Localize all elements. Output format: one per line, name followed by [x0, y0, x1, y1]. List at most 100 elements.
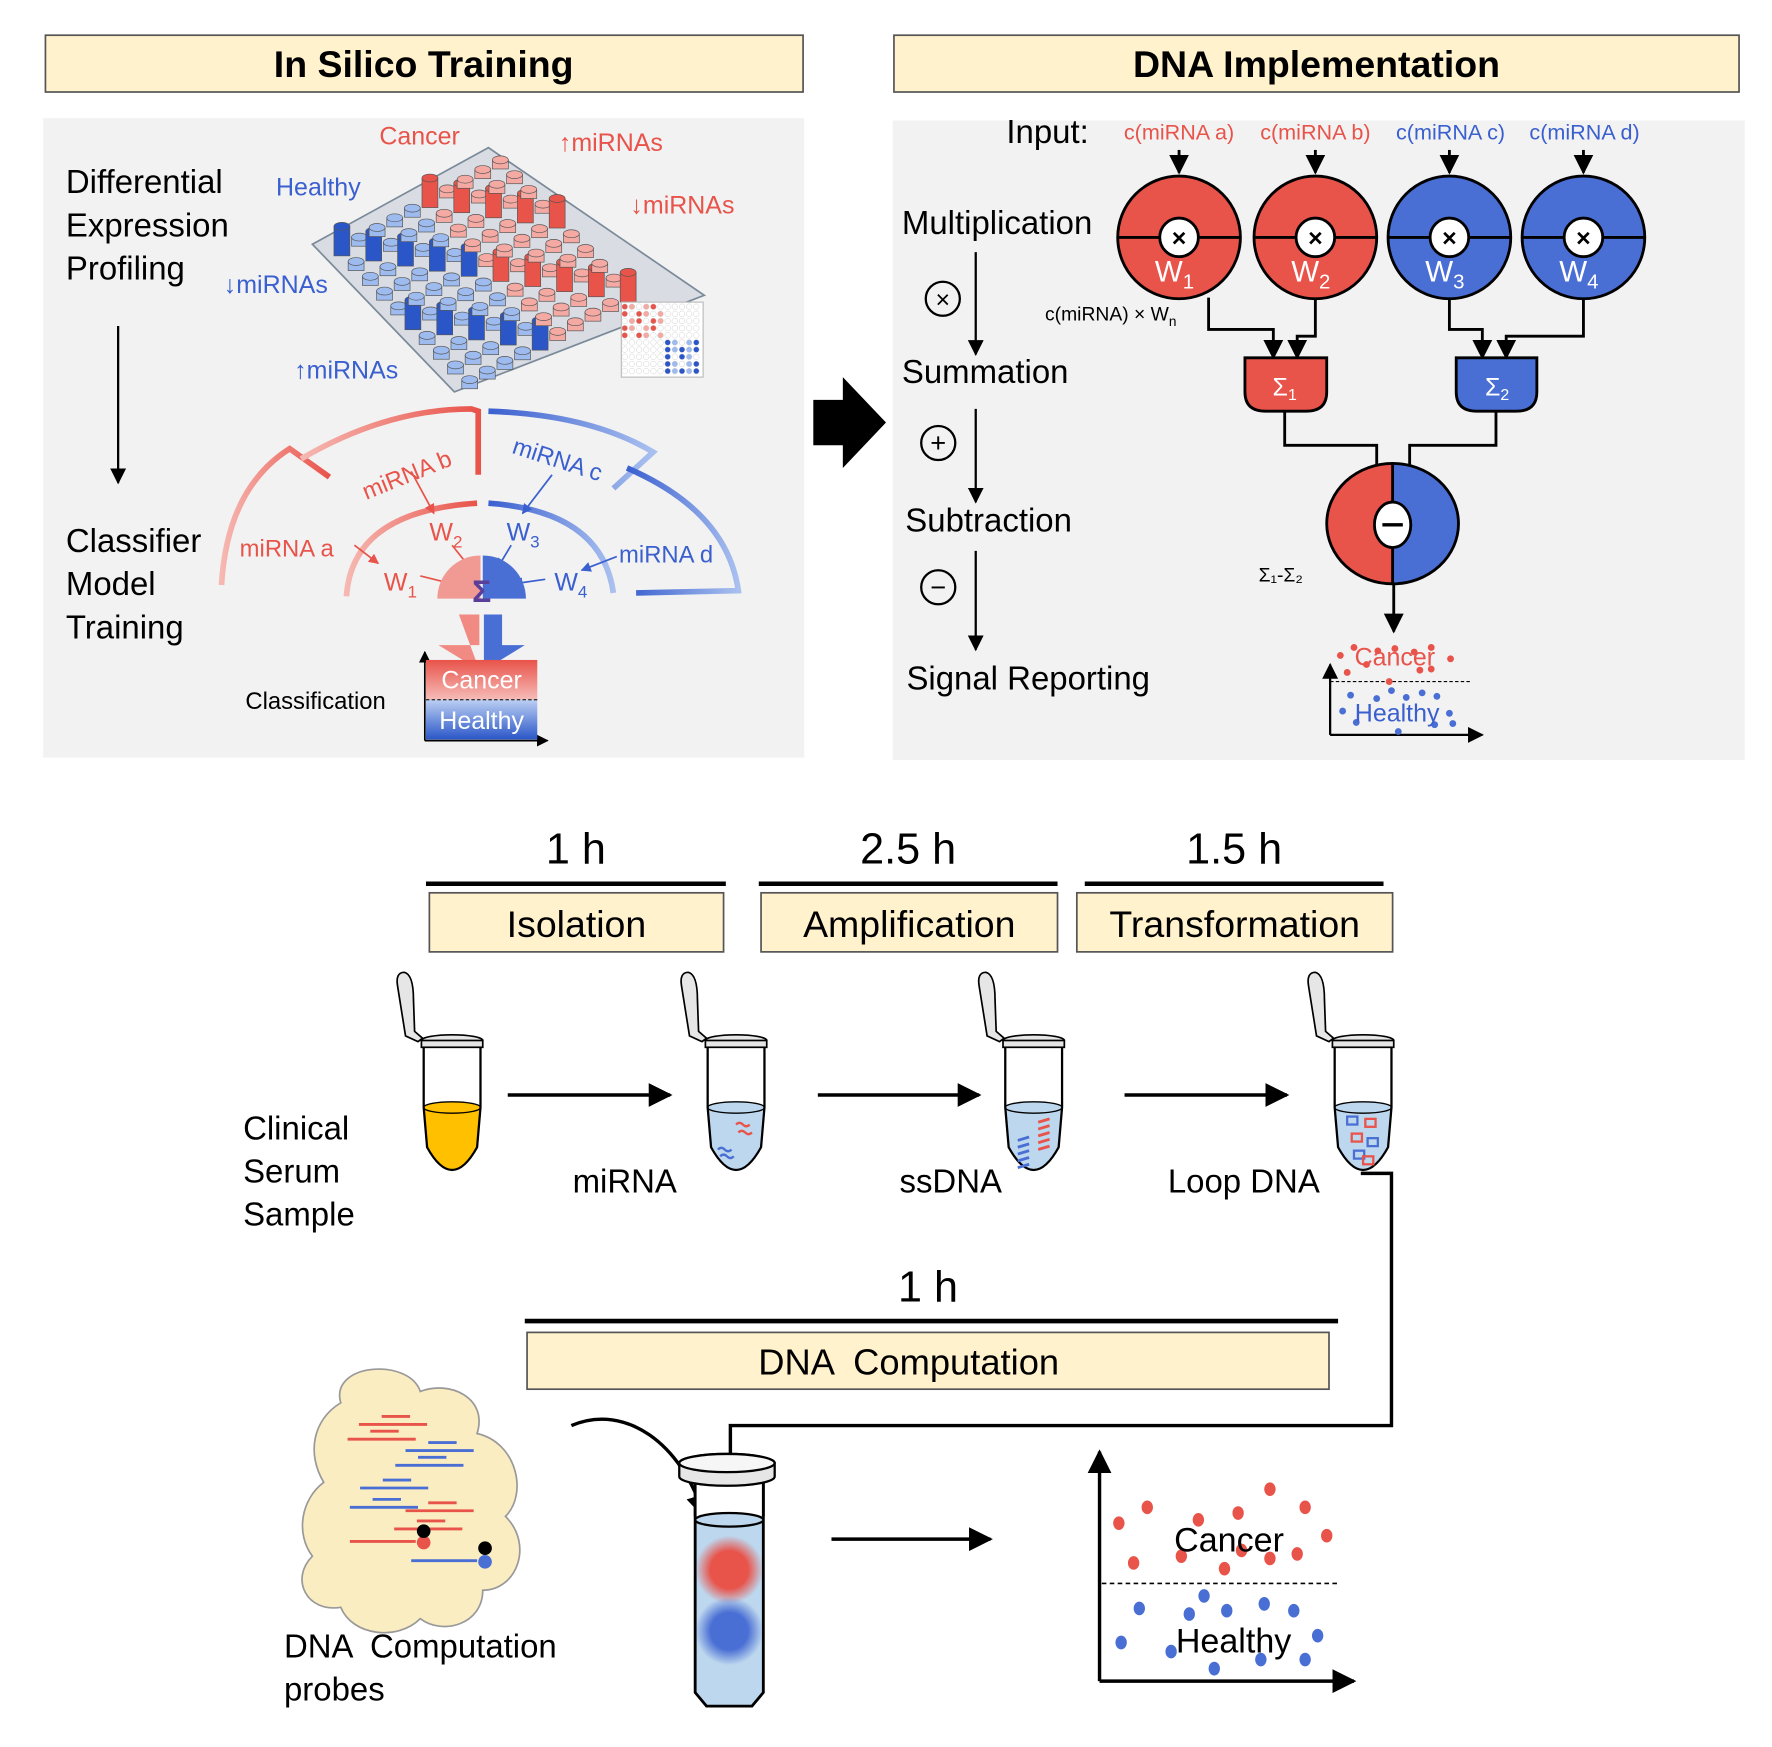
heatmap-cell: [686, 325, 693, 332]
heatmap-cell: [650, 317, 657, 325]
stage-box: [760, 891, 1059, 953]
cancer-point: [1127, 1556, 1140, 1570]
plate-well: [383, 237, 400, 252]
heatmap-cell: [628, 325, 635, 332]
cancer-point: [1113, 1516, 1125, 1531]
cancer-point: [1218, 1561, 1231, 1576]
result-plot: Cancer Healthy: [1087, 1449, 1357, 1694]
heatmap-cell: [664, 310, 671, 317]
small-plot-healthy: Healthy: [1355, 699, 1440, 727]
class-arrow-red: [438, 614, 480, 671]
sum-wires: [1207, 297, 1585, 634]
heatmap-cell: [643, 332, 650, 339]
blue-signal-band: [695, 1597, 764, 1666]
plate-well: [489, 292, 506, 307]
computation-box: [526, 1331, 1330, 1391]
heatmap-cell: [678, 317, 686, 325]
plate-well: [506, 170, 523, 185]
heatmap-cell: [671, 339, 678, 346]
healthy-point: [1352, 719, 1360, 726]
heatmap-cell: [657, 368, 664, 375]
plate-well: [347, 257, 365, 271]
plate-well: [467, 214, 485, 228]
plate-well: [514, 346, 531, 361]
plate-well: [376, 286, 393, 301]
heatmap-cell: [643, 339, 650, 346]
plate-well: [538, 287, 556, 302]
sample-label-line3: Sample: [243, 1196, 355, 1233]
plate-well: [527, 248, 545, 263]
heatmap-cell: [671, 332, 678, 339]
heatmap-cell: [621, 317, 628, 325]
plate-well: [552, 302, 570, 317]
step-profiling-line3: Profiling: [66, 249, 185, 286]
red-signal-band: [695, 1535, 764, 1604]
class-cancer-box: [425, 659, 538, 700]
heatmap-cell: [650, 339, 657, 346]
plate-well: [450, 336, 468, 350]
heatmap-cell: [628, 339, 635, 346]
heatmap-cell: [650, 346, 657, 353]
heatmap-cell: [686, 368, 693, 375]
multiply-icon: ×: [1442, 224, 1457, 252]
plate-well: [421, 173, 439, 208]
heatmap-cell: [678, 325, 686, 332]
svg-text:W4: W4: [1559, 256, 1598, 294]
heatmap-cell: [693, 303, 700, 310]
plate-well: [400, 228, 418, 243]
heatmap-cell: [686, 339, 693, 346]
svg-text:Σ2: Σ2: [1485, 373, 1509, 404]
heatmap-cell: [693, 317, 700, 325]
result-healthy-label: Healthy: [1176, 1623, 1292, 1661]
product-label: c(miRNA) × Wn: [1045, 304, 1176, 329]
plate-well: [584, 307, 602, 322]
heatmap-cell: [664, 317, 671, 325]
heatmap-cell: [657, 332, 664, 339]
computation-time: 1 h: [898, 1264, 958, 1312]
healthy-point: [1258, 1597, 1270, 1611]
heatmap-cell: [643, 303, 650, 310]
healthy-point: [1133, 1601, 1145, 1616]
heatmap-cell: [657, 317, 664, 325]
plate-well: [531, 224, 548, 239]
heatmap-cell: [628, 360, 635, 368]
heatmap-cell: [635, 368, 643, 375]
heatmap-cell: [678, 332, 686, 339]
plate-well: [446, 248, 464, 262]
svg-text:W3: W3: [507, 519, 540, 552]
heatmap-cell: [621, 339, 628, 346]
plate-well: [492, 155, 509, 170]
heatmap-cell: [678, 339, 686, 346]
cancer-point: [1427, 665, 1435, 673]
plate-well: [443, 272, 460, 287]
plate-well: [461, 375, 478, 390]
svg-text:W2: W2: [429, 519, 462, 552]
healthy-point: [1373, 695, 1381, 702]
input-label: Input:: [1006, 113, 1088, 150]
label-healthy: Healthy: [276, 173, 361, 201]
healthy-point: [1288, 1603, 1300, 1618]
plate-well: [432, 233, 450, 248]
heatmap-thumbnail: [620, 301, 704, 378]
computation-tube: [678, 1452, 776, 1708]
cancer-point: [1385, 678, 1393, 685]
dna-implementation-panel: DNA Implementation Input: c(miRNA a) c(m…: [892, 34, 1745, 760]
plate-well: [570, 293, 588, 307]
healthy-point: [1445, 709, 1453, 717]
plate-well: [506, 282, 524, 297]
heatmap-cell: [693, 368, 700, 375]
plate-well: [521, 297, 538, 312]
step-training-line1: Classifier: [66, 522, 201, 559]
plate-well: [602, 298, 619, 312]
probe-duplex: [405, 1501, 474, 1513]
plate-well: [605, 273, 623, 288]
plate-well: [475, 277, 492, 292]
svg-text:Σ1: Σ1: [1273, 373, 1297, 404]
heatmap-cell: [686, 360, 693, 368]
heatmap-cell: [635, 317, 643, 325]
healthy-point: [1347, 691, 1354, 699]
plate-well: [510, 258, 527, 273]
cancer-point: [1363, 661, 1370, 668]
plate-well: [503, 307, 521, 321]
